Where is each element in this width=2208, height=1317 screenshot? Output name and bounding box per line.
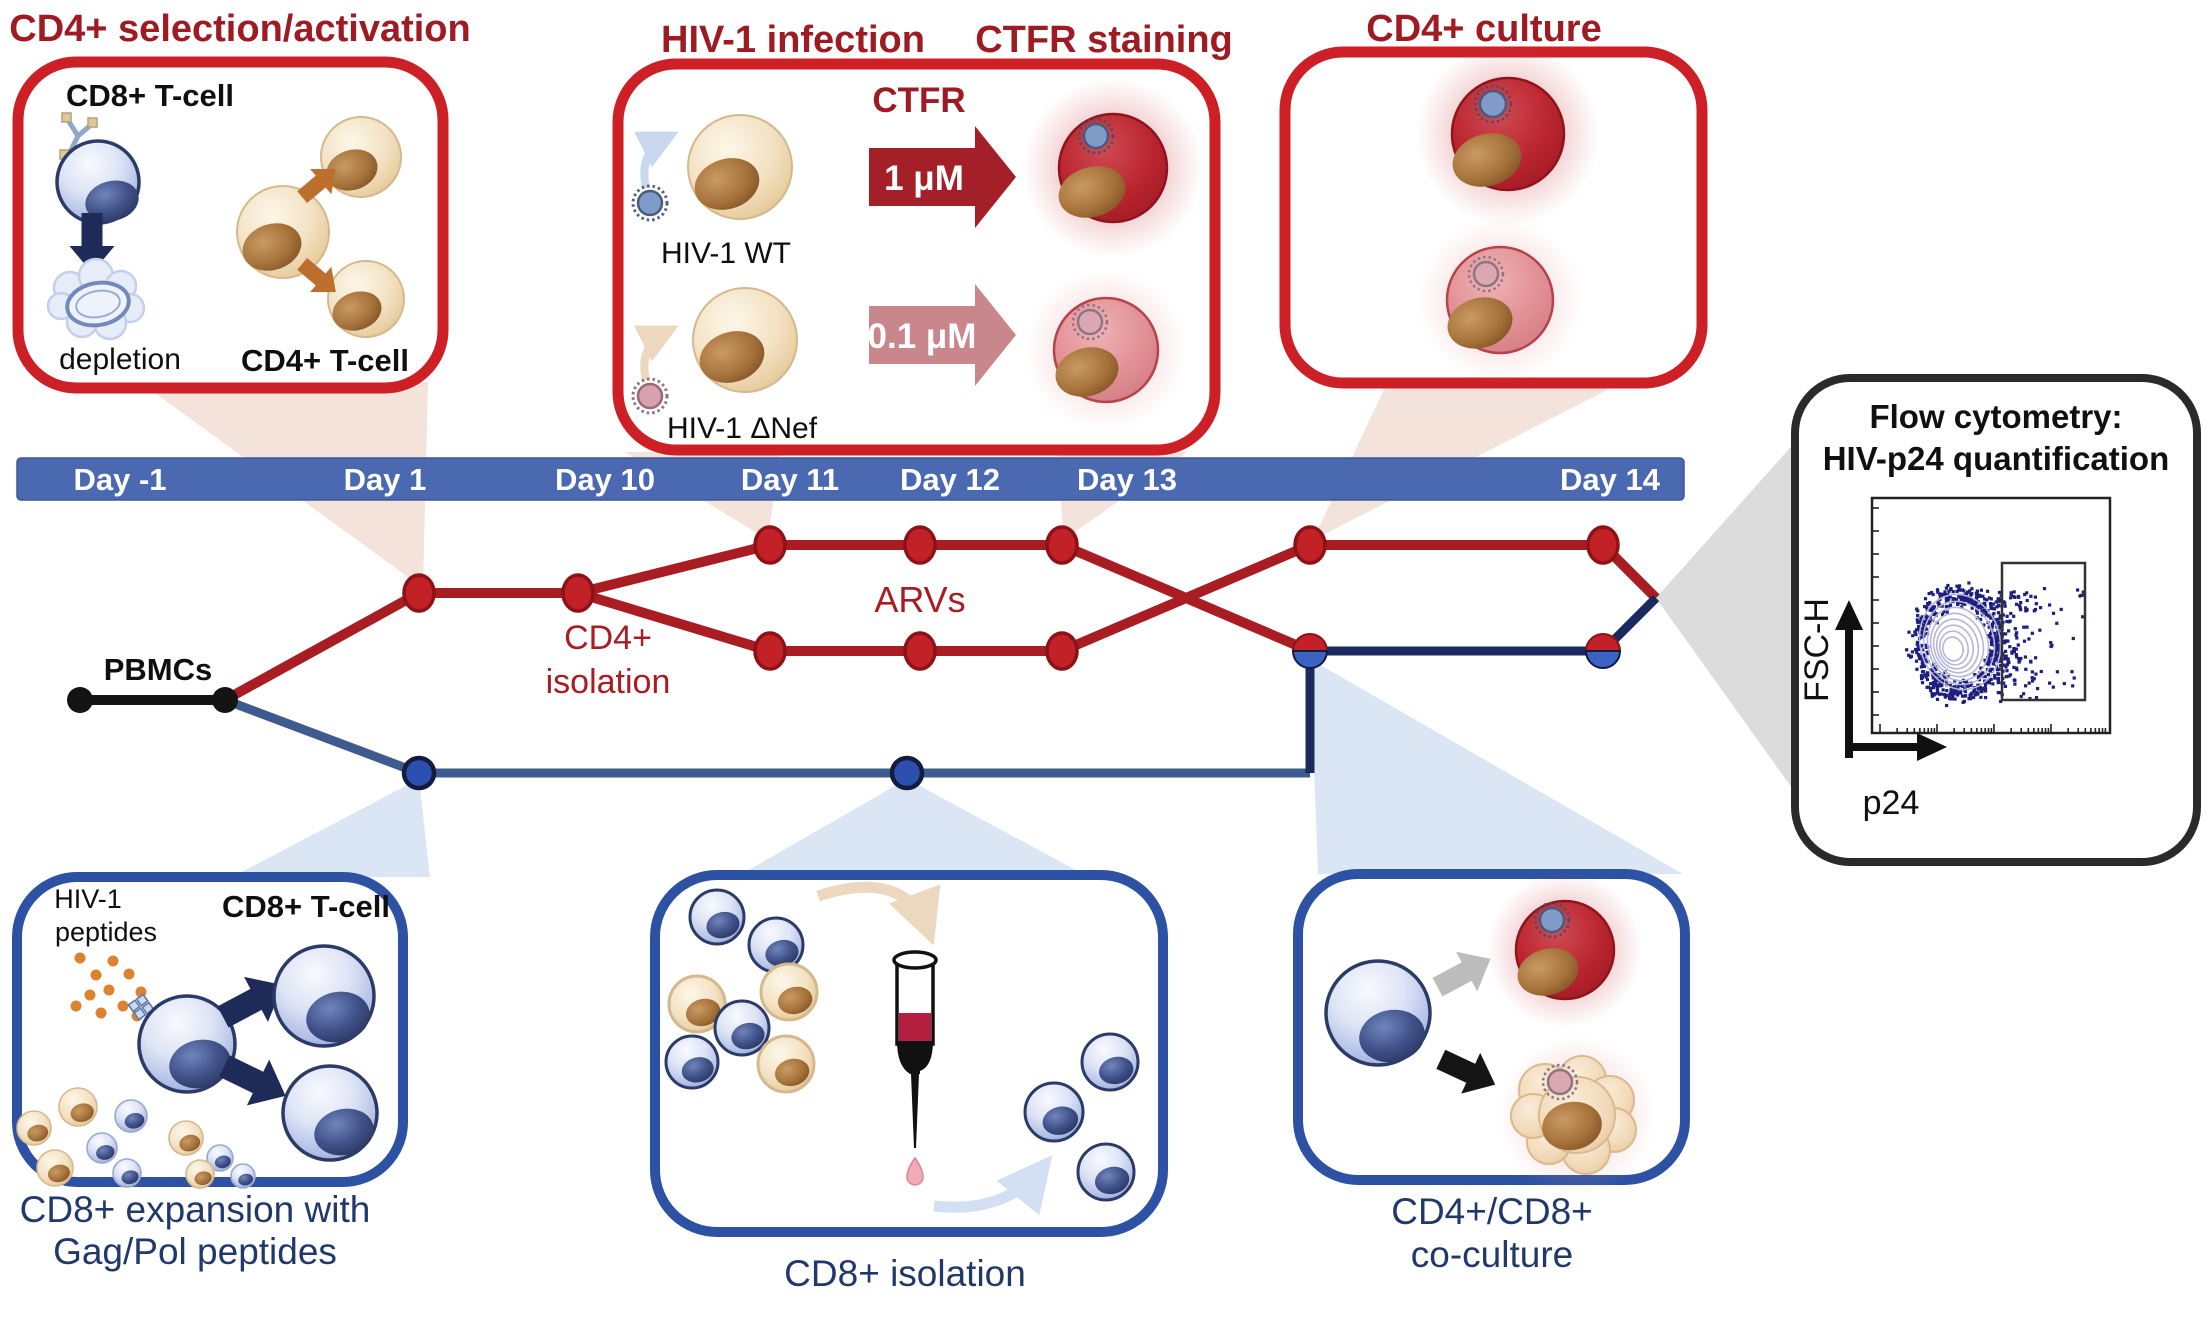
- peptides-label: peptides: [55, 917, 157, 947]
- panel-cd4-culture: CD4+ culture: [1279, 8, 1708, 389]
- flow-title-line1: Flow cytometry:: [1869, 398, 2122, 435]
- mixed-small-cells: [16, 1087, 256, 1189]
- panel-title: HIV-1 infection: [661, 19, 925, 61]
- separation-column-icon: [892, 950, 938, 1186]
- cultured-cell-light-icon: [1416, 216, 1584, 384]
- ctfr-label: CTFR: [872, 81, 965, 120]
- fan-to-isolation: [740, 779, 1085, 875]
- timeline-bar: Day -1 Day 1 Day 10 Day 11 Day 12 Day 13…: [16, 457, 1685, 501]
- panel-caption-line1: CD8+ expansion with: [20, 1189, 371, 1230]
- cd8-tcell-label: CD8+ T-cell: [66, 78, 234, 113]
- infection-arrow-icon: [634, 131, 679, 189]
- flow-plot-ticks: [1872, 507, 2107, 733]
- mixed-cell-cluster: [664, 888, 819, 1094]
- cd4-isolation-label-line2: isolation: [546, 663, 671, 701]
- panel-caption: CD8+ isolation: [784, 1253, 1026, 1294]
- cd4-isolation-label-line1: CD4+: [564, 619, 652, 657]
- dnef-cell-icon: [692, 287, 798, 393]
- wt-cell-icon: [687, 114, 793, 220]
- connector-fans: [140, 382, 1797, 877]
- panel-hiv-infection: HIV-1 infection CTFR staining HIV-1 WT C…: [612, 19, 1233, 456]
- fan-day1-to-expansion: [232, 779, 430, 877]
- hiv-dnef-virus-icon: [631, 377, 669, 415]
- panel-cd4-selection: CD4+ selection/activation CD8+ T-cell de: [9, 8, 471, 394]
- flow-title-line2: HIV-p24 quantification: [1823, 440, 2170, 477]
- panel-cd8-isolation: CD8+ isolation: [650, 870, 1168, 1294]
- hiv-dnef-label: HIV-1 ΔNef: [667, 412, 818, 445]
- y-axis-label: FSC-H: [1798, 598, 1836, 702]
- to-column-arrow-icon: [816, 881, 941, 946]
- contour-population: [1918, 593, 2002, 691]
- cd4-cells-icon: [236, 116, 405, 338]
- panel-title: CD4+ culture: [1366, 8, 1601, 50]
- panel-caption-line1: CD4+/CD8+: [1391, 1191, 1593, 1232]
- panel-cd8-expansion: HIV-1 peptides CD8+ T-cell CD8+ expansio…: [12, 872, 408, 1272]
- coculture-node-day14: [1584, 633, 1622, 669]
- depletion-label: depletion: [59, 343, 181, 376]
- panel-caption-line2: co-culture: [1411, 1234, 1573, 1275]
- panel-title-staining: CTFR staining: [975, 19, 1233, 61]
- pbmcs-label: PBMCs: [104, 652, 213, 687]
- flow-axes: [1835, 600, 1947, 761]
- expanded-cd8-cell-icon: [281, 1064, 379, 1162]
- timeline-nodes: [67, 525, 1622, 791]
- day-label: Day 10: [555, 462, 655, 497]
- hiv1-label: HIV-1: [54, 884, 122, 914]
- scatter-population: [1905, 581, 2086, 708]
- cd8-cell-icon: [137, 994, 237, 1094]
- ctfr-dose-high-arrow: 1 μM: [869, 126, 1016, 228]
- fan-to-flow-box: [1656, 440, 1797, 795]
- infection-arrow-icon: [634, 325, 679, 381]
- day-label: Day -1: [73, 462, 166, 497]
- timeline-graph: PBMCs CD4+ isolation ARVs: [67, 525, 1660, 791]
- depleted-cell-icon: [46, 257, 146, 341]
- cd8-effector-cell-icon: [1324, 959, 1432, 1067]
- coculture-node: [1291, 633, 1329, 669]
- arvs-label: ARVs: [874, 579, 965, 620]
- cd8-tcell-label: CD8+ T-cell: [222, 889, 390, 924]
- cultured-cell-dark-icon: [1416, 42, 1600, 226]
- day-label: Day 11: [741, 462, 839, 497]
- cd8-arm-lines: [223, 594, 1660, 778]
- cd4-tcell-label: CD4+ T-cell: [241, 343, 409, 378]
- day-label: Day 1: [344, 462, 427, 497]
- dying-target-cell-icon: [1497, 1035, 1657, 1195]
- dose-high-label: 1 μM: [884, 159, 964, 198]
- panel-coculture: CD4+/CD8+ co-culture: [1293, 869, 1690, 1275]
- panel-title: CD4+ selection/activation: [9, 8, 470, 50]
- hiv-wt-virus-icon: [631, 184, 669, 222]
- x-axis-label: p24: [1863, 784, 1920, 822]
- isolated-cells-arrow-icon: [933, 1155, 1053, 1216]
- fan-to-coculture: [1310, 659, 1683, 874]
- hiv-wt-label: HIV-1 WT: [661, 237, 791, 270]
- stained-cell-light-icon: [1024, 268, 1188, 432]
- infected-target-cell-icon: [1487, 872, 1643, 1028]
- panel-flow-cytometry: Flow cytometry: HIV-p24 quantification F…: [1791, 374, 2201, 866]
- stained-cell-dark-icon: [1023, 78, 1203, 258]
- panel-caption-line2: Gag/Pol peptides: [53, 1231, 337, 1272]
- ctfr-dose-low-arrow: 0.1 μM: [868, 284, 1016, 386]
- dose-low-label: 0.1 μM: [868, 317, 977, 356]
- day-label: Day 13: [1077, 462, 1177, 497]
- gate-rectangle: [2000, 561, 2087, 702]
- cd4-arm-lines: [222, 540, 1660, 705]
- day-label: Day 12: [900, 462, 1000, 497]
- day-label: Day 14: [1560, 462, 1661, 497]
- expanded-cd8-cell-icon: [272, 944, 376, 1048]
- isolated-cd8-cells: [1023, 1032, 1140, 1202]
